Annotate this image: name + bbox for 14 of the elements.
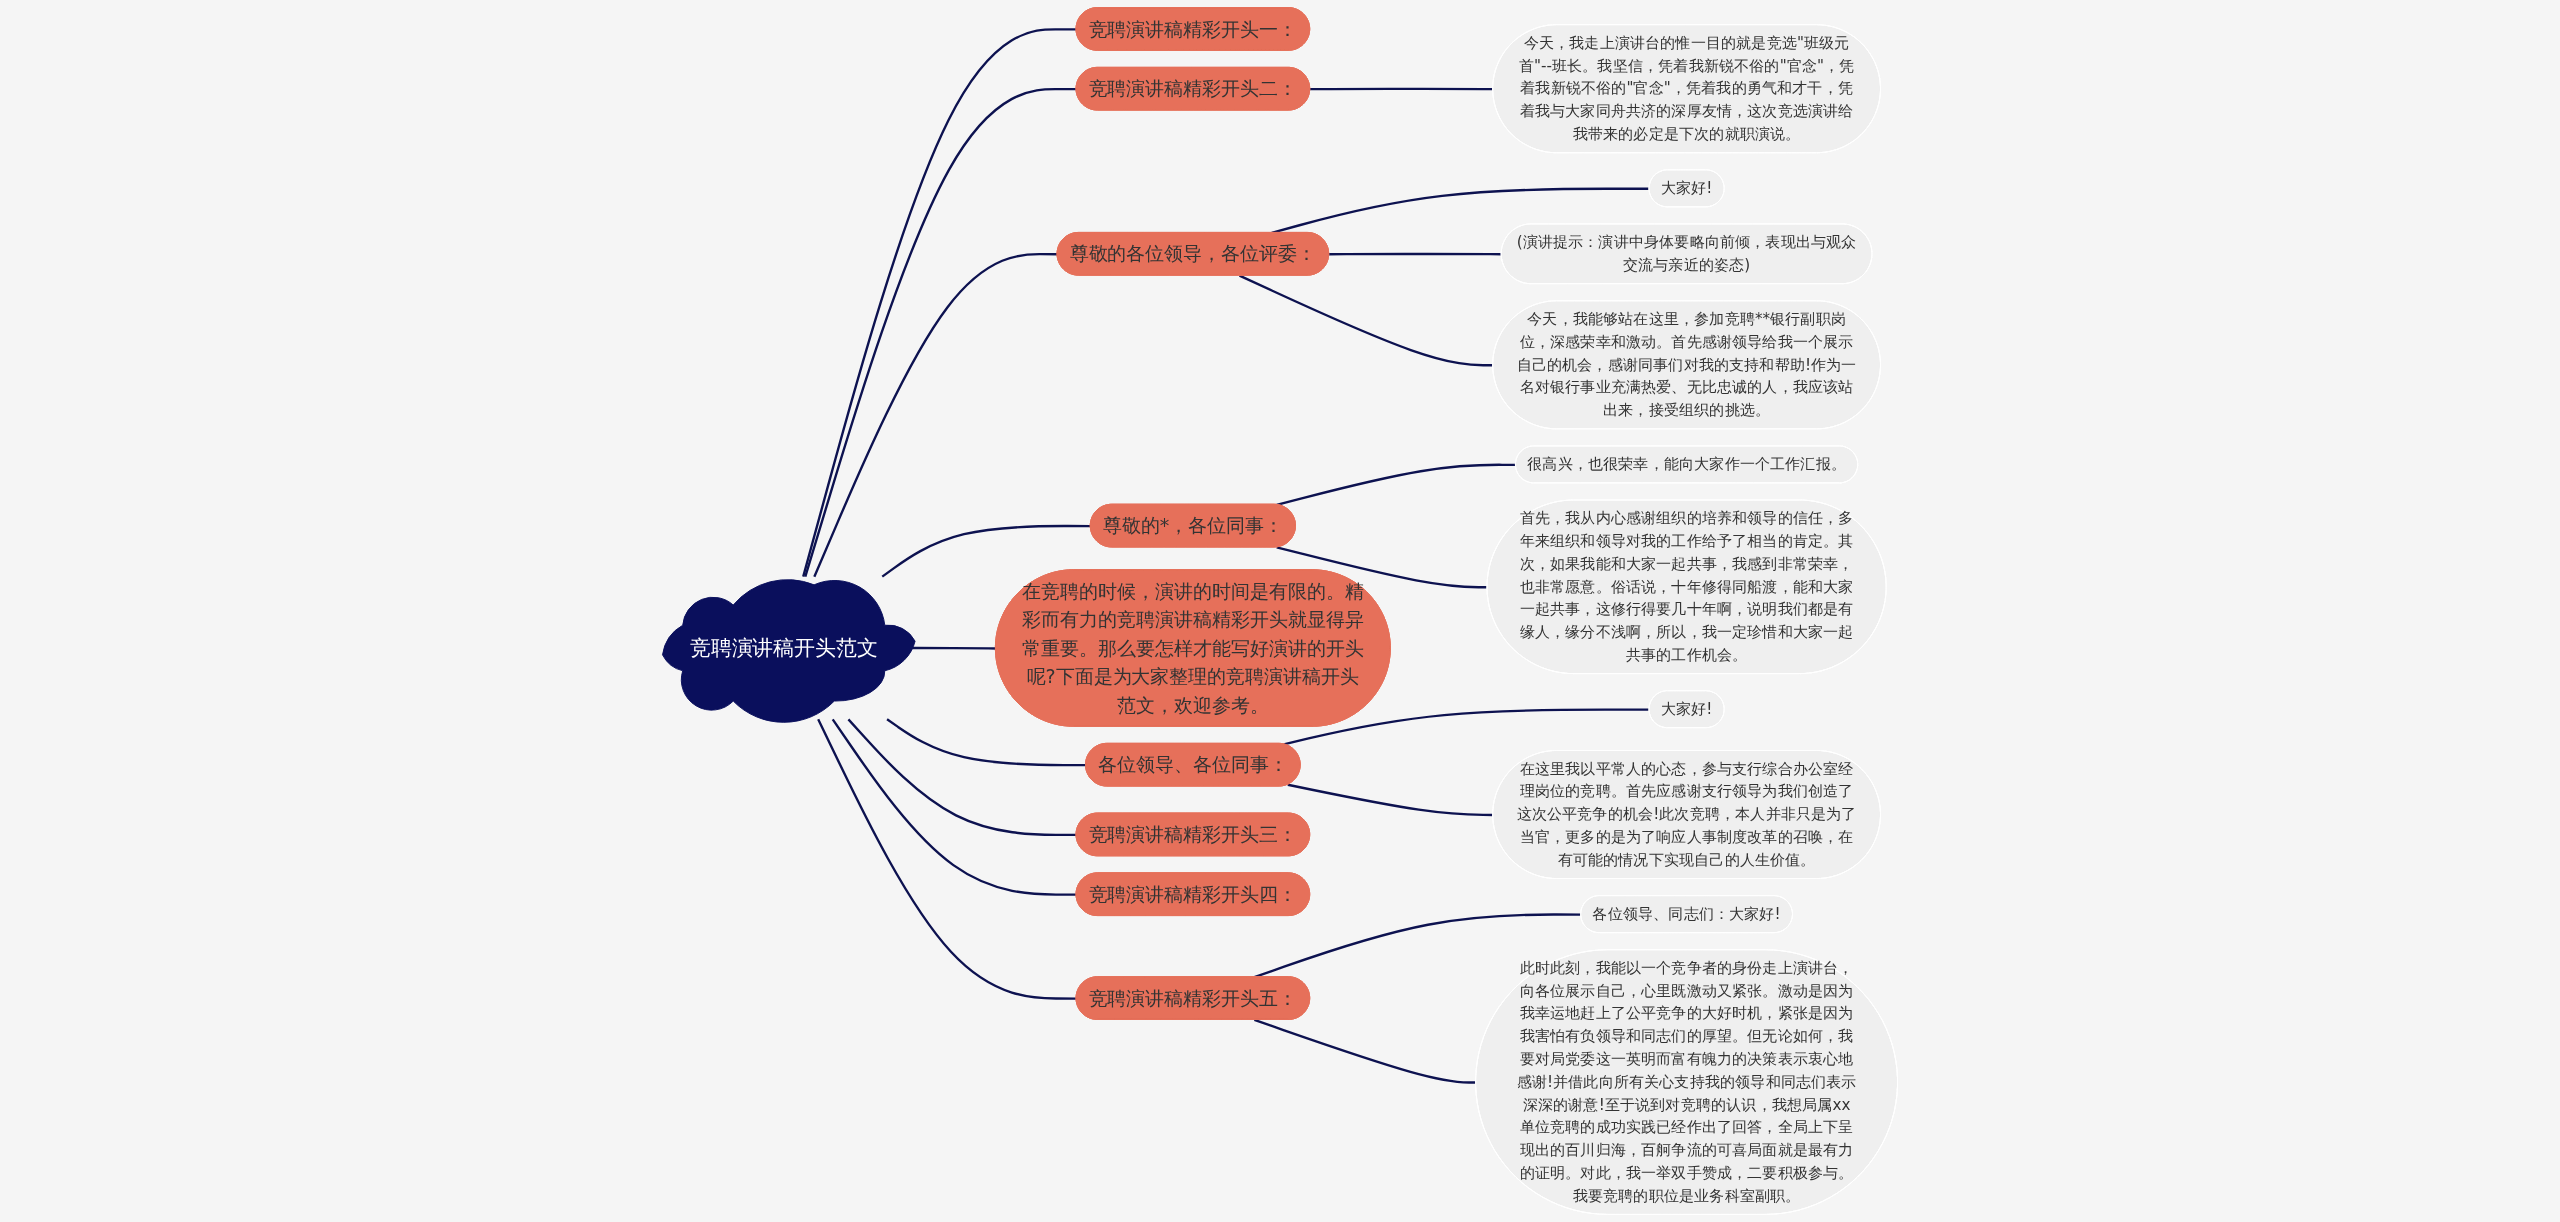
connector: [1276, 546, 1488, 589]
connector: [813, 253, 1058, 578]
connector: [831, 718, 1077, 896]
connector: [817, 718, 1077, 1000]
connector: [1276, 463, 1516, 506]
connector: [1310, 87, 1494, 91]
connector: [1254, 1018, 1477, 1084]
connector: [881, 524, 1091, 578]
connector: [886, 718, 1087, 767]
connector: [847, 718, 1077, 837]
connector: [1239, 274, 1494, 367]
connector: [1283, 708, 1650, 746]
connector: [1329, 252, 1502, 256]
connector: [1287, 783, 1494, 817]
